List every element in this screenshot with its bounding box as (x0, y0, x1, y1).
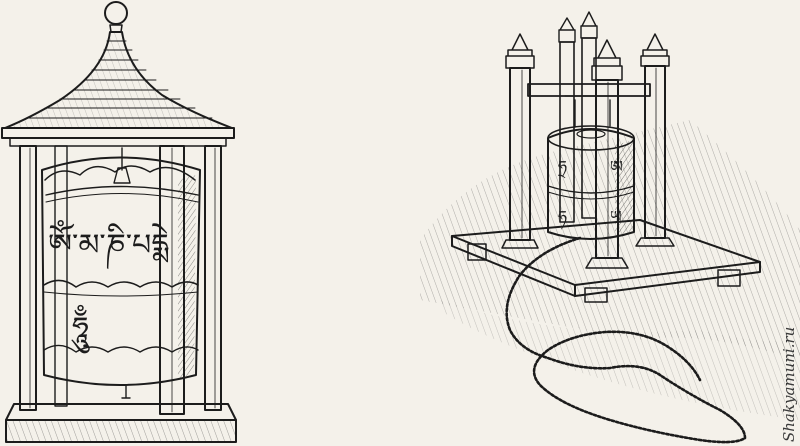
prayer-drum: ཨོཾ་མ་ཎི་པདྨེ ཧཱུྃ (41, 147, 201, 399)
lantern-base (5, 403, 237, 443)
small-prayer-drum: ཧྲ ཨ ཧ ཡ (547, 99, 635, 240)
pagoda-prayer-wheel: ཨོཾ་མ་ཎི་པདྨེ ཧཱུྃ (1, 1, 237, 443)
pagoda-roof (1, 31, 235, 147)
platform-base (451, 219, 761, 303)
drum-inscription-line2: ཧཱུྃ (71, 304, 90, 354)
pull-chain (505, 236, 747, 444)
roof-finial (104, 1, 128, 25)
front-posts (501, 33, 675, 269)
drum-mark-3: ཧ (558, 207, 567, 230)
drum-mark-4: ཡ (610, 207, 622, 226)
drum-mark-1: ཧྲ (558, 157, 567, 179)
frame-prayer-wheel: ཧྲ ཨ ཧ ཡ (420, 11, 800, 444)
drum-inscription-line1: ཨོཾ་མ་ཎི་པདྨེ (48, 220, 169, 270)
watermark-text: Shakyamuni.ru (780, 327, 798, 442)
lantern-frame (19, 145, 222, 415)
drum-mark-2: ཨ (610, 157, 623, 176)
